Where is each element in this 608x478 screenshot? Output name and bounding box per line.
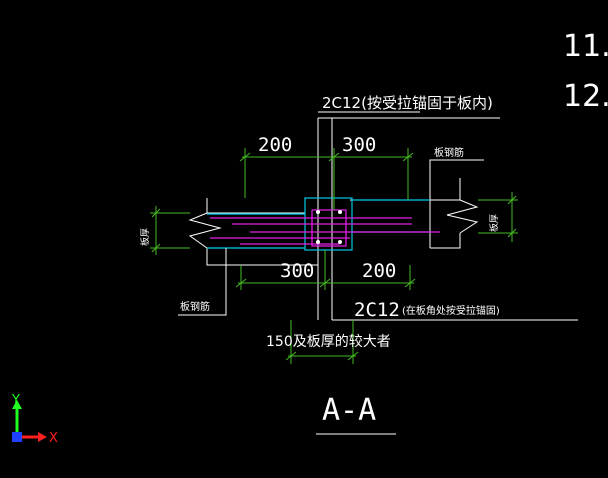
rebar-lines bbox=[210, 209, 440, 247]
rebar-dots bbox=[316, 210, 342, 244]
slab-rebar-upper: 板钢筋 bbox=[434, 146, 464, 159]
thickness-right: 板厚 bbox=[488, 214, 500, 232]
section-title: A-A bbox=[322, 393, 376, 428]
leader-lines bbox=[178, 159, 484, 316]
note-11: 11.烟 bbox=[563, 29, 608, 64]
dim-top-right: 300 bbox=[342, 134, 376, 156]
dimension-lines bbox=[150, 148, 518, 364]
dim-bottom-right: 200 bbox=[362, 260, 396, 282]
bottom-rebar-note: (在板角处按受拉锚固) bbox=[402, 304, 500, 317]
column-outline bbox=[317, 117, 578, 321]
dim-bottom-left: 300 bbox=[280, 260, 314, 282]
slab-rebar-lower: 板钢筋 bbox=[180, 300, 210, 313]
note-12: 12.图 bbox=[563, 79, 608, 114]
ucs-x-label: X bbox=[49, 431, 58, 446]
top-rebar-callout: 2C12(按受拉锚固于板内) bbox=[322, 94, 493, 112]
dim-top-left: 200 bbox=[258, 134, 292, 156]
bottom-rebar-code: 2C12 bbox=[354, 299, 400, 321]
ucs-y-label: Y bbox=[11, 393, 20, 408]
thickness-left: 板厚 bbox=[139, 228, 151, 246]
ucs-icon bbox=[12, 400, 47, 442]
edge-note: 150及板厚的较大者 bbox=[266, 334, 391, 350]
